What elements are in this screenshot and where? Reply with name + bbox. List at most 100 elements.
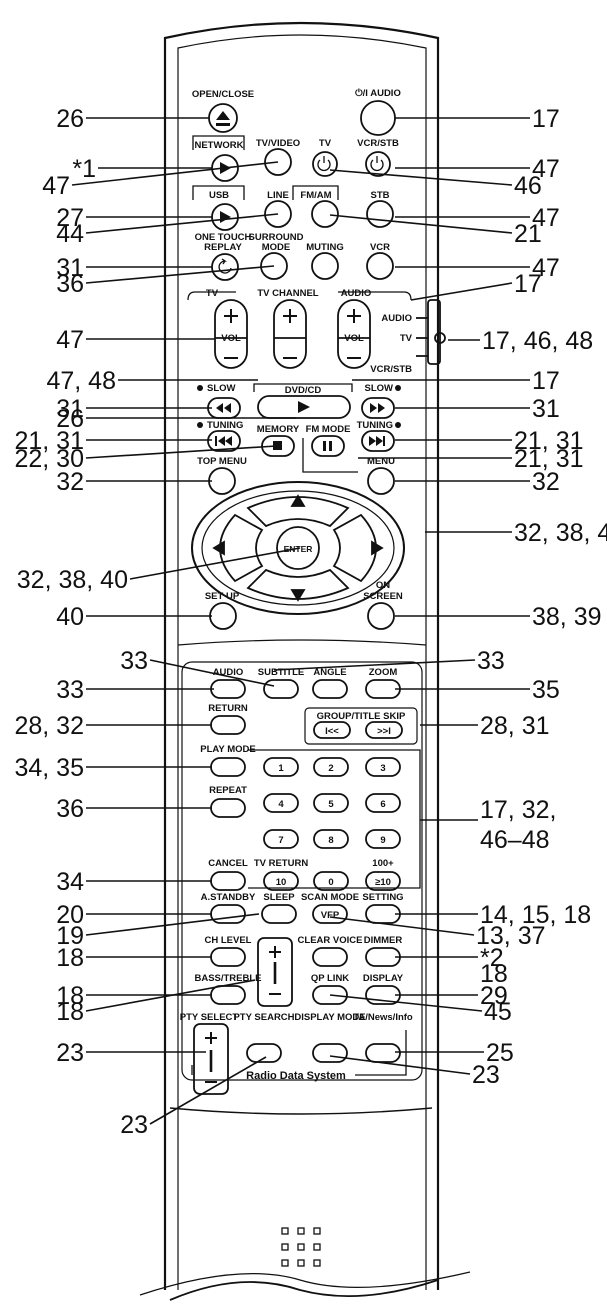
pty-search-button[interactable] bbox=[246, 1043, 282, 1063]
number-key-8[interactable] bbox=[313, 829, 349, 849]
pty-select-rocker[interactable] bbox=[193, 1023, 229, 1095]
usb-button[interactable] bbox=[211, 203, 239, 231]
number-key-9[interactable] bbox=[365, 829, 401, 849]
callout: 26 bbox=[56, 405, 84, 433]
audio-vol-rocker[interactable] bbox=[337, 299, 371, 369]
number-key-4[interactable] bbox=[263, 793, 299, 813]
callout: 38, 39 bbox=[532, 603, 602, 631]
surround-mode-button[interactable] bbox=[260, 252, 288, 280]
repeat-label: REPEAT bbox=[209, 785, 247, 796]
open-close-button[interactable] bbox=[208, 103, 238, 133]
set-up-button[interactable] bbox=[209, 602, 237, 630]
tv-channel-rocker[interactable] bbox=[273, 299, 307, 369]
tv-vol-rocker[interactable] bbox=[214, 299, 248, 369]
digit-7-label: 7 bbox=[278, 835, 283, 846]
tv-tag-label: TV bbox=[206, 288, 219, 299]
ch-level-button[interactable] bbox=[210, 947, 246, 967]
skip-prev-label: I<< bbox=[325, 726, 339, 737]
tv-power-button[interactable] bbox=[312, 151, 338, 177]
callout: 13, 37 bbox=[476, 922, 546, 950]
clear-voice-button[interactable] bbox=[312, 947, 348, 967]
level-rocker[interactable] bbox=[257, 937, 293, 1007]
rewind-slow-button[interactable] bbox=[207, 397, 241, 419]
qp-link-button[interactable] bbox=[312, 985, 348, 1005]
fm-am-button[interactable] bbox=[311, 200, 339, 228]
button-labels: OPEN/CLOSE ⏻/I AUDIO NETWORK TV/VIDEO TV… bbox=[180, 87, 413, 1082]
play-icon bbox=[220, 162, 231, 174]
next-tuning-button[interactable] bbox=[361, 430, 395, 452]
prev-tuning-button[interactable] bbox=[207, 430, 241, 452]
number-key-1[interactable] bbox=[263, 757, 299, 777]
display-button[interactable] bbox=[365, 985, 401, 1005]
dimmer-button[interactable] bbox=[365, 947, 401, 967]
angle-button[interactable] bbox=[312, 679, 348, 699]
muting-button[interactable] bbox=[311, 252, 339, 280]
vcr-stb-power-button[interactable] bbox=[365, 151, 391, 177]
callout: 25 bbox=[486, 1039, 514, 1067]
enter-button[interactable] bbox=[276, 526, 320, 570]
forward-slow-button[interactable] bbox=[361, 397, 395, 419]
a-standby-button[interactable] bbox=[210, 904, 246, 924]
number-key-5[interactable] bbox=[313, 793, 349, 813]
fm-mode-pause-button[interactable] bbox=[311, 435, 345, 457]
callout: 32 bbox=[56, 468, 84, 496]
mode-label: MODE bbox=[262, 242, 291, 253]
repeat-button[interactable] bbox=[210, 798, 246, 818]
ta-news-info-button[interactable] bbox=[365, 1043, 401, 1063]
audio-button[interactable] bbox=[210, 679, 246, 699]
power-audio-button[interactable] bbox=[360, 100, 396, 136]
nav-left-button[interactable] bbox=[219, 513, 264, 583]
network-button[interactable] bbox=[211, 154, 239, 182]
display-mode-button[interactable] bbox=[312, 1043, 348, 1063]
top-menu-button[interactable] bbox=[208, 467, 236, 495]
skip-next-button[interactable] bbox=[365, 721, 403, 739]
tv-label: TV bbox=[319, 138, 332, 149]
play-mode-button[interactable] bbox=[210, 757, 246, 777]
callout: 44 bbox=[56, 220, 84, 248]
callout: 17 bbox=[532, 105, 560, 133]
vcr-button[interactable] bbox=[366, 252, 394, 280]
source-switch[interactable] bbox=[427, 299, 441, 365]
number-key-6[interactable] bbox=[365, 793, 401, 813]
number-key-3[interactable] bbox=[365, 757, 401, 777]
digit-9-label: 9 bbox=[380, 835, 385, 846]
nav-down-button[interactable] bbox=[246, 568, 350, 600]
stb-button[interactable] bbox=[366, 200, 394, 228]
number-key-10[interactable] bbox=[263, 871, 299, 891]
dvd-cd-play-button[interactable] bbox=[257, 395, 351, 419]
number-key-7[interactable] bbox=[263, 829, 299, 849]
callout: 33 bbox=[56, 676, 84, 704]
sleep-button[interactable] bbox=[261, 904, 297, 924]
number-key-0[interactable] bbox=[313, 871, 349, 891]
vfp-button[interactable] bbox=[312, 904, 348, 924]
play-icon bbox=[220, 211, 231, 223]
one-touch-replay-button[interactable] bbox=[211, 253, 239, 281]
bass-treble-button[interactable] bbox=[210, 985, 246, 1005]
callout: 27 bbox=[56, 204, 84, 232]
setting-button[interactable] bbox=[365, 904, 401, 924]
skip-prev-button[interactable] bbox=[313, 721, 351, 739]
number-key-2[interactable] bbox=[313, 757, 349, 777]
memory-stop-button[interactable] bbox=[261, 435, 295, 457]
digit-4-label: 4 bbox=[278, 799, 284, 810]
nav-up-button[interactable] bbox=[246, 496, 350, 528]
menu-button[interactable] bbox=[367, 467, 395, 495]
nav-right-button[interactable] bbox=[332, 513, 377, 583]
top-menu-label: TOP MENU bbox=[197, 456, 247, 467]
callout: 31 bbox=[56, 254, 84, 282]
callout: 47 bbox=[56, 326, 84, 354]
tv-video-button[interactable] bbox=[264, 148, 292, 176]
line-button[interactable] bbox=[264, 200, 292, 228]
cancel-button[interactable] bbox=[210, 871, 246, 891]
vol-left-label: VOL bbox=[221, 333, 241, 344]
slow-tuning-dot-icons bbox=[197, 385, 401, 428]
digit-1-label: 1 bbox=[278, 763, 284, 774]
subtitle-button[interactable] bbox=[263, 679, 299, 699]
callout: 31 bbox=[56, 395, 84, 423]
return-button[interactable] bbox=[210, 715, 246, 735]
on-screen-button[interactable] bbox=[367, 602, 395, 630]
number-key-ge10[interactable] bbox=[365, 871, 401, 891]
zoom-button[interactable] bbox=[365, 679, 401, 699]
plus-icon bbox=[347, 309, 361, 323]
